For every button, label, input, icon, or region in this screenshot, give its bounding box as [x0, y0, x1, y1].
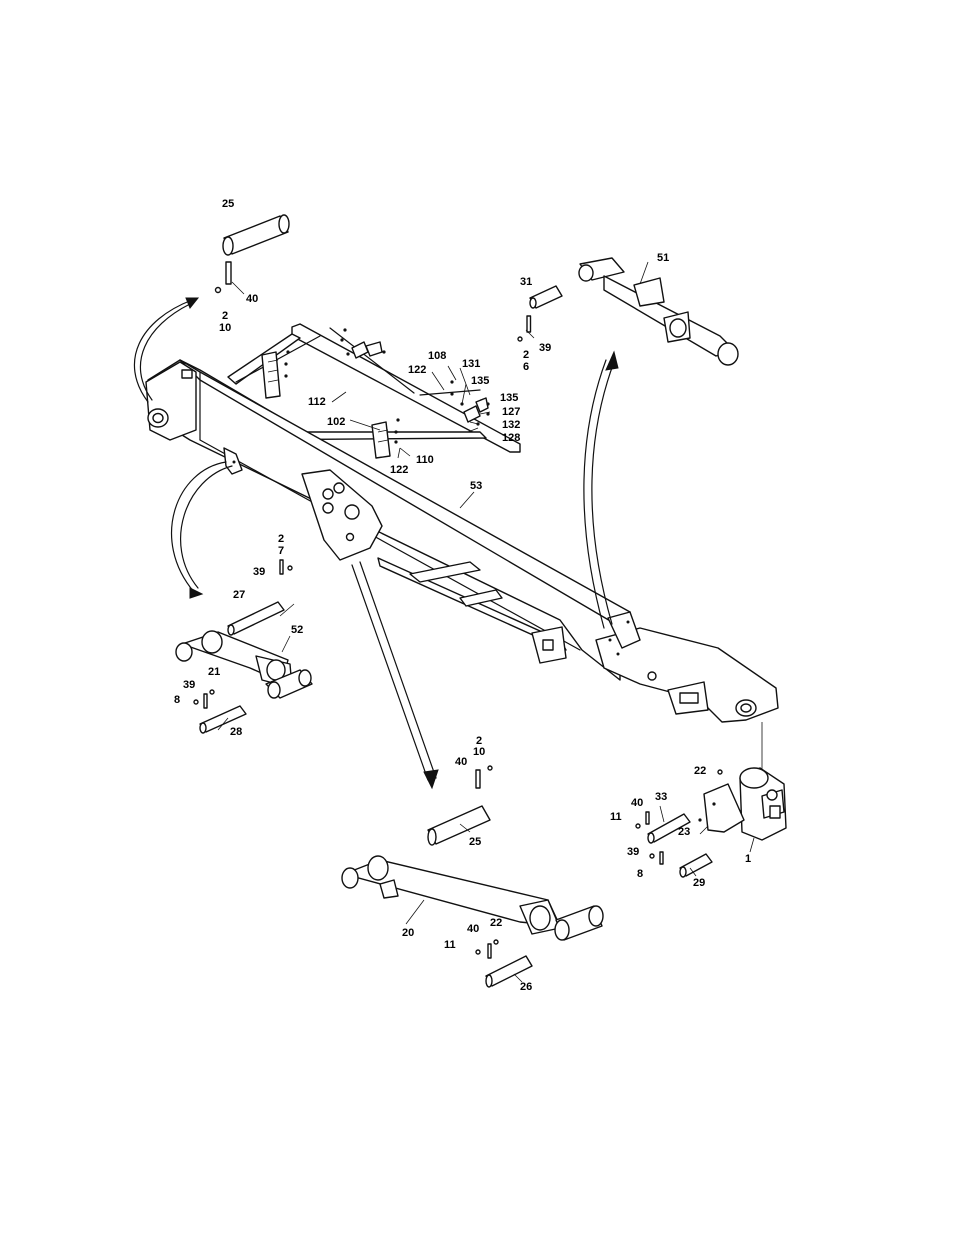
callout-26: 26 [520, 981, 532, 993]
callout-7: 7 [278, 545, 284, 557]
callout-39-top: 39 [539, 342, 551, 354]
callout-10-top: 10 [219, 322, 231, 334]
callout-128: 128 [502, 432, 520, 444]
callout-25-bottom: 25 [469, 836, 481, 848]
callout-2-left: 2 [278, 533, 284, 545]
callout-40-bottom: 40 [467, 923, 479, 935]
callout-28: 28 [230, 726, 242, 738]
callout-10-center: 10 [473, 746, 485, 758]
callout-11-right: 11 [610, 811, 622, 823]
callout-11-bottom: 11 [444, 939, 456, 951]
boom-head [595, 627, 779, 723]
leader-lines [217, 261, 755, 983]
callout-23: 23 [678, 826, 690, 838]
callout-40-right: 40 [631, 797, 643, 809]
callout-31: 31 [520, 276, 532, 288]
frame-hardware [284, 328, 490, 444]
callout-29: 29 [693, 877, 705, 889]
callout-8-right: 8 [637, 868, 643, 880]
callout-102: 102 [327, 416, 345, 428]
callout-110: 110 [416, 454, 434, 466]
callout-131: 131 [462, 358, 480, 370]
callout-2-center: 2 [476, 735, 482, 747]
callout-2-right: 2 [523, 349, 529, 361]
gusset-plate [301, 469, 383, 561]
callout-127: 127 [502, 406, 520, 418]
arm-assembly-51 [517, 257, 739, 366]
callout-51: 51 [657, 252, 669, 264]
callout-20: 20 [402, 927, 414, 939]
callout-1: 1 [745, 853, 751, 865]
callout-arrows [133, 297, 619, 790]
callout-8-left: 8 [174, 694, 180, 706]
callout-112: 112 [308, 396, 326, 408]
callout-33: 33 [655, 791, 667, 803]
callout-40-top: 40 [246, 293, 258, 305]
callout-25-top: 25 [222, 198, 234, 210]
callout-135-left: 135 [471, 375, 489, 387]
arm-assembly-52 [175, 559, 313, 734]
callout-2-top: 2 [222, 310, 228, 322]
callout-6: 6 [523, 361, 529, 373]
callout-122-bottom: 122 [390, 464, 408, 476]
main-frame-assembly [145, 323, 779, 770]
callout-22-right: 22 [694, 765, 706, 777]
callout-21: 21 [208, 666, 220, 678]
callout-27: 27 [233, 589, 245, 601]
callout-53: 53 [470, 480, 482, 492]
pin-25-top [214, 214, 290, 294]
callout-108: 108 [428, 350, 446, 362]
callout-52: 52 [291, 624, 303, 636]
callout-39-right: 39 [627, 846, 639, 858]
callout-labels: 25 40 2 10 31 51 39 2 6 108 131 122 135 … [174, 198, 751, 993]
callout-39-mid: 39 [183, 679, 195, 691]
arm-assembly-20 [341, 765, 604, 988]
callout-122-top: 122 [408, 364, 426, 376]
callout-22-bottom: 22 [490, 917, 502, 929]
callout-40-center: 40 [455, 756, 467, 768]
callout-132: 132 [502, 419, 520, 431]
callout-135-right: 135 [500, 392, 518, 404]
callout-39-left: 39 [253, 566, 265, 578]
cylinder-assembly-1 [635, 767, 787, 878]
